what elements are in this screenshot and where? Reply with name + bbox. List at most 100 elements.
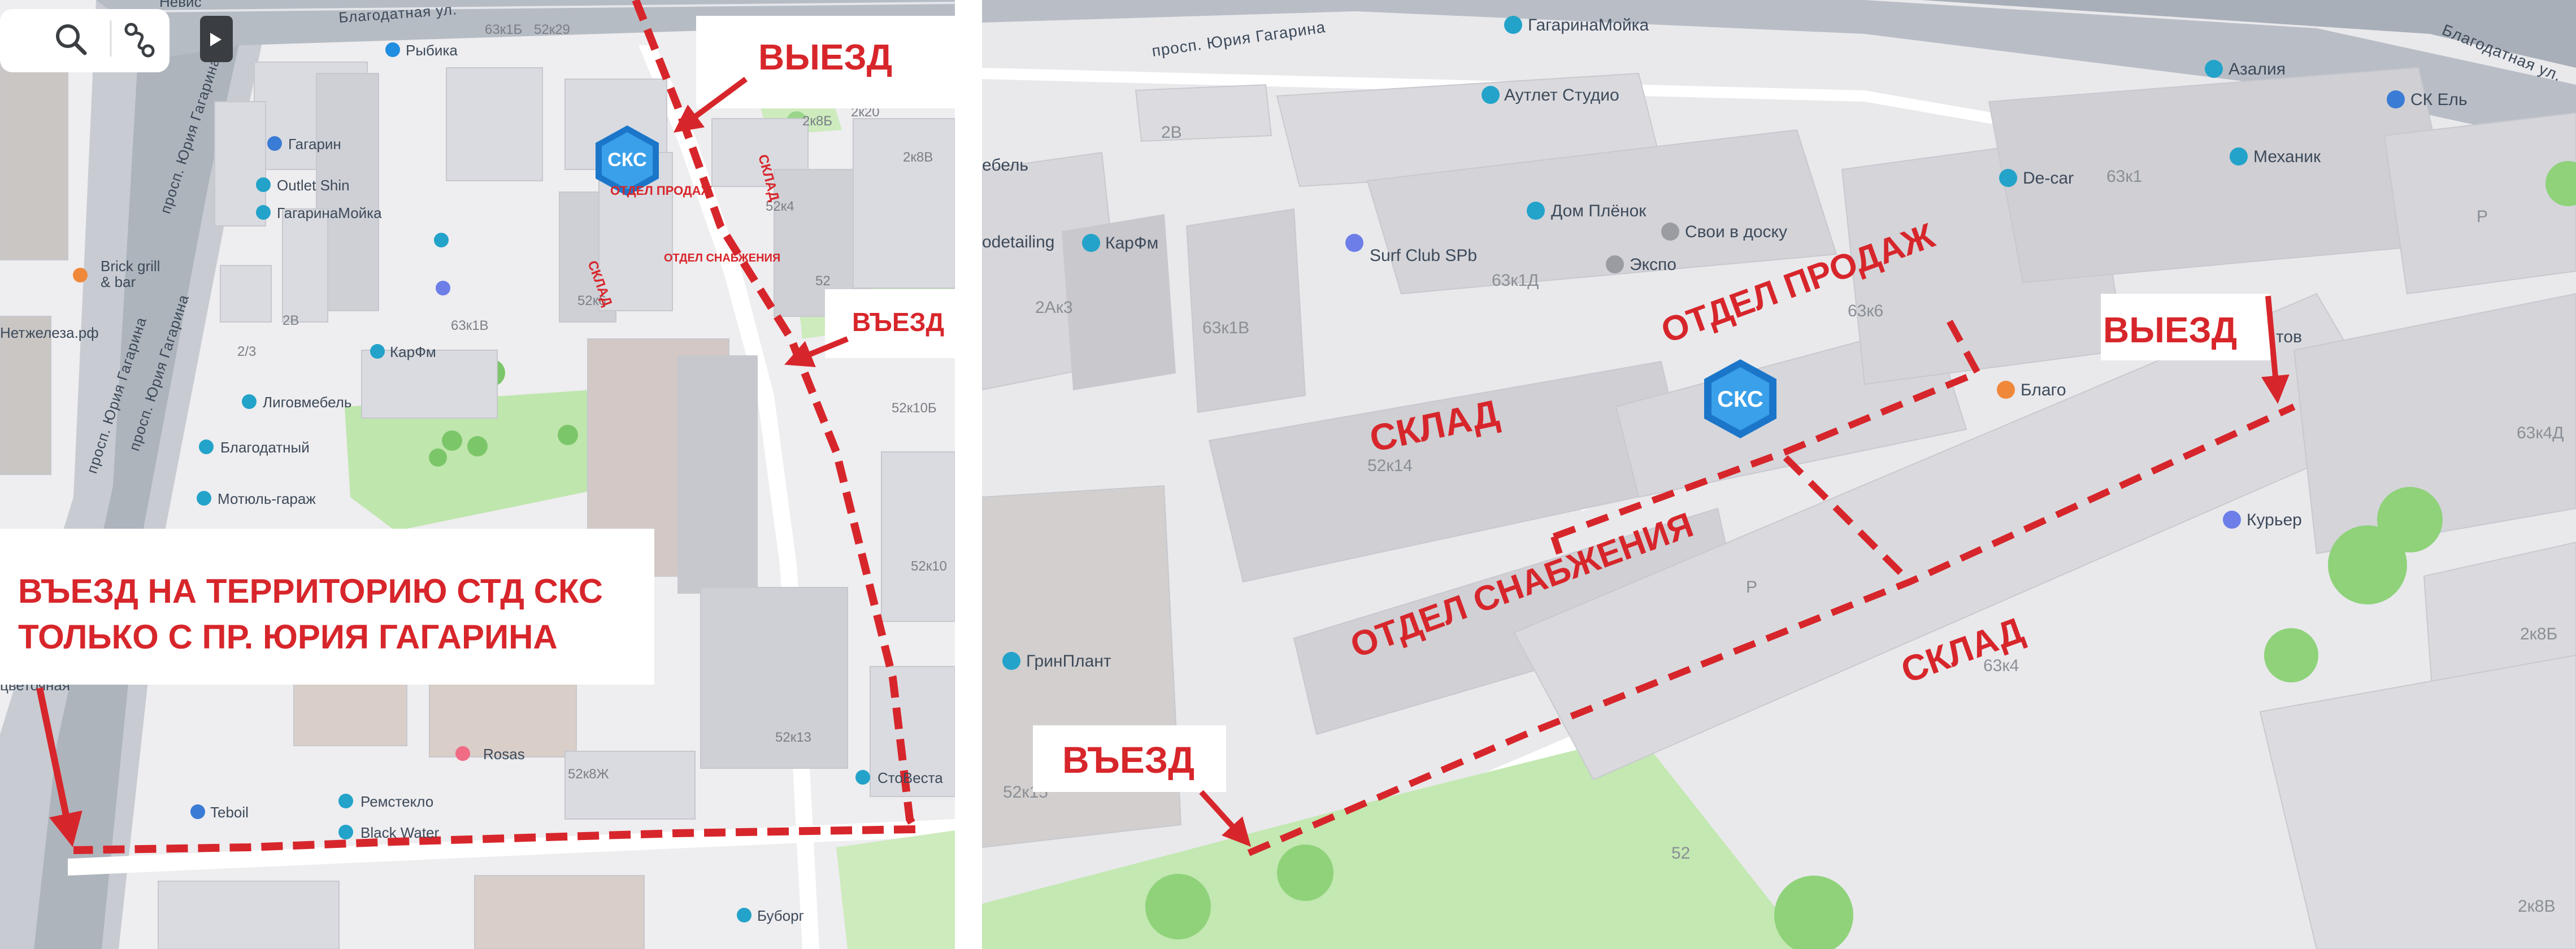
sks-logo-text-left: СКС: [607, 149, 646, 171]
poi-icons-right: [1002, 16, 2405, 670]
poi-mechanic: Механик: [2253, 147, 2321, 166]
trees-right: [1145, 161, 2576, 949]
poi-kurer: Курьер: [2247, 511, 2302, 529]
poi-netzheleza: Нетжелеза.рф: [0, 324, 99, 341]
route-main: [1247, 403, 2296, 856]
exit-label-box-left: [696, 16, 955, 108]
house-2v-right: 2В: [1161, 123, 1182, 142]
house-2k8v: 2к8В: [903, 150, 933, 165]
poi-blagodatny: Благодатный: [220, 439, 310, 456]
route-icon[interactable]: [124, 23, 155, 58]
route-right-side: [632, 0, 919, 832]
blagodatnaya-road-3d: [1921, 0, 2576, 68]
entry-label-left: ВЪЕЗД: [852, 307, 944, 337]
house-2k8b: 2к8Б: [802, 114, 832, 129]
poi-surf-club: Surf Club SPb: [1370, 246, 1477, 265]
poi-gagarinamoyka: ГагаринаМойка: [277, 204, 382, 221]
label-sales-left: ОТДЕЛ ПРОДАЖ: [610, 184, 712, 198]
poi-rybika: Рыбика: [406, 42, 458, 59]
house-2ak3: 2Ак3: [1035, 298, 1073, 317]
poi-svoi-v-dosku: Свои в доску: [1685, 223, 1787, 241]
house-63k1b: 63к1Б: [485, 22, 522, 37]
map-toolbar: [0, 9, 233, 72]
left-map-panel[interactable]: просп. Юрия Гагарина просп. Юрия Гагарин…: [0, 0, 955, 949]
house-52k13: 52к13: [775, 730, 811, 745]
house-52k6: 52к6: [577, 293, 606, 308]
poi-brick-grill-2: & bar: [101, 273, 136, 290]
poi-buborg: Буборг: [757, 907, 804, 924]
poi-brick-grill: Brick grill: [101, 258, 160, 275]
house-52k10b: 52к10Б: [892, 401, 937, 416]
inner-driveway: [638, 45, 819, 949]
house-63k1d: 63к1Д: [1492, 271, 1539, 290]
house-63k1v: 63к1В: [451, 318, 489, 333]
gagarina-road-3d: [982, 0, 2576, 147]
park-area-1: [345, 390, 616, 531]
poi-karfm: КарФм: [390, 343, 436, 360]
right-map-panel[interactable]: просп. Юрия Гагарина Благодатная ул. Гаг…: [982, 0, 2576, 949]
house-2k8b-right: 2к8Б: [2520, 625, 2557, 643]
poi-dom-plenok: Дом Плёнок: [1551, 202, 1647, 220]
poi-azalia: Азалия: [2229, 60, 2286, 79]
poi-grinplant: ГринПлант: [1026, 652, 1111, 671]
route-supply-link: [1783, 455, 1913, 585]
entry-arrow-right: [1199, 790, 1252, 847]
house-52k14: 52к14: [1367, 456, 1413, 475]
entry-label-right: ВЪЕЗД: [1062, 739, 1194, 781]
parking-2: P: [1746, 578, 1757, 597]
exit-label-right: ВЫЕЗД: [2103, 310, 2237, 350]
house-2b: 2В: [283, 313, 299, 328]
exit-arrow-left: [673, 76, 748, 133]
poi-stoyvesta: СтоВеста: [878, 769, 943, 786]
poi-outlet-studio: Аутлет Студио: [1504, 86, 1619, 105]
play-icon: [210, 33, 221, 46]
poi-tov: тов: [2276, 328, 2302, 346]
panel-divider: [955, 0, 982, 949]
exit-label-left: ВЫЕЗД: [758, 37, 892, 77]
route-sales: [1552, 309, 1983, 540]
toolbar-panel: [0, 9, 170, 72]
house-63k1v-right: 63к1В: [1202, 319, 1249, 337]
house-52k10: 52к10: [911, 559, 947, 574]
house-52k8zh: 52к8Ж: [568, 767, 609, 782]
service-road-top: [982, 68, 2576, 226]
poi-teboil: Teboil: [210, 804, 249, 821]
house-2k8v-right: 2к8В: [2518, 897, 2556, 916]
sks-logo-right: СКС: [1704, 359, 1776, 438]
poi-rosas: Rosas: [483, 746, 525, 763]
poi-black-water: Black Water: [360, 824, 440, 841]
caption-line-2: ТОЛЬКО С ПР. ЮРИЯ ГАГАРИНА: [18, 618, 558, 656]
poi-mebel: ебель: [982, 156, 1028, 175]
poi-gagarin: Гагарин: [288, 136, 341, 153]
sks-logo-text-right: СКС: [1717, 387, 1763, 412]
house-52k29: 52к29: [534, 22, 570, 37]
bottom-driveway: [68, 819, 955, 876]
caption-box: [0, 529, 654, 685]
poi-blago: Благо: [2021, 381, 2066, 399]
entry-label-box-left: [825, 289, 955, 358]
route-bottom: [73, 825, 916, 854]
blagodatnaya-lane-mark: [146, 2, 955, 12]
route-sales-stub: [1550, 536, 1563, 555]
poi-gagarinamoyka-right: ГагаринаМойка: [1528, 16, 1649, 34]
house-52: 52: [815, 273, 831, 289]
label-supply-left: ОТДЕЛ СНАБЖЕНИЯ: [664, 252, 780, 264]
entry-arrow-left: [784, 336, 849, 367]
sks-logo-left: СКС: [596, 125, 659, 196]
house-52-right: 52: [1671, 844, 1690, 863]
poi-icons-left: [73, 42, 870, 922]
poi-motul: Мотюль-гараж: [218, 490, 316, 507]
poi-outlet-shin: Outlet Shin: [277, 177, 350, 194]
buildings-left: [0, 56, 955, 949]
poi-odetailing: odetailing: [982, 233, 1054, 251]
house-63k1: 63к1: [2106, 167, 2142, 186]
parking-1: P: [2477, 207, 2488, 226]
caption-line-1: ВЪЕЗД НА ТЕРРИТОРИЮ СТД СКС: [18, 572, 603, 610]
poi-de-car: De-car: [2023, 169, 2074, 188]
house-2-3: 2/3: [237, 344, 256, 359]
search-icon[interactable]: [56, 24, 87, 55]
poi-remsteklo: Ремстекло: [360, 793, 433, 810]
poi-sk-el: СК Ель: [2410, 90, 2468, 109]
exit-label-box-right: [2101, 294, 2270, 360]
